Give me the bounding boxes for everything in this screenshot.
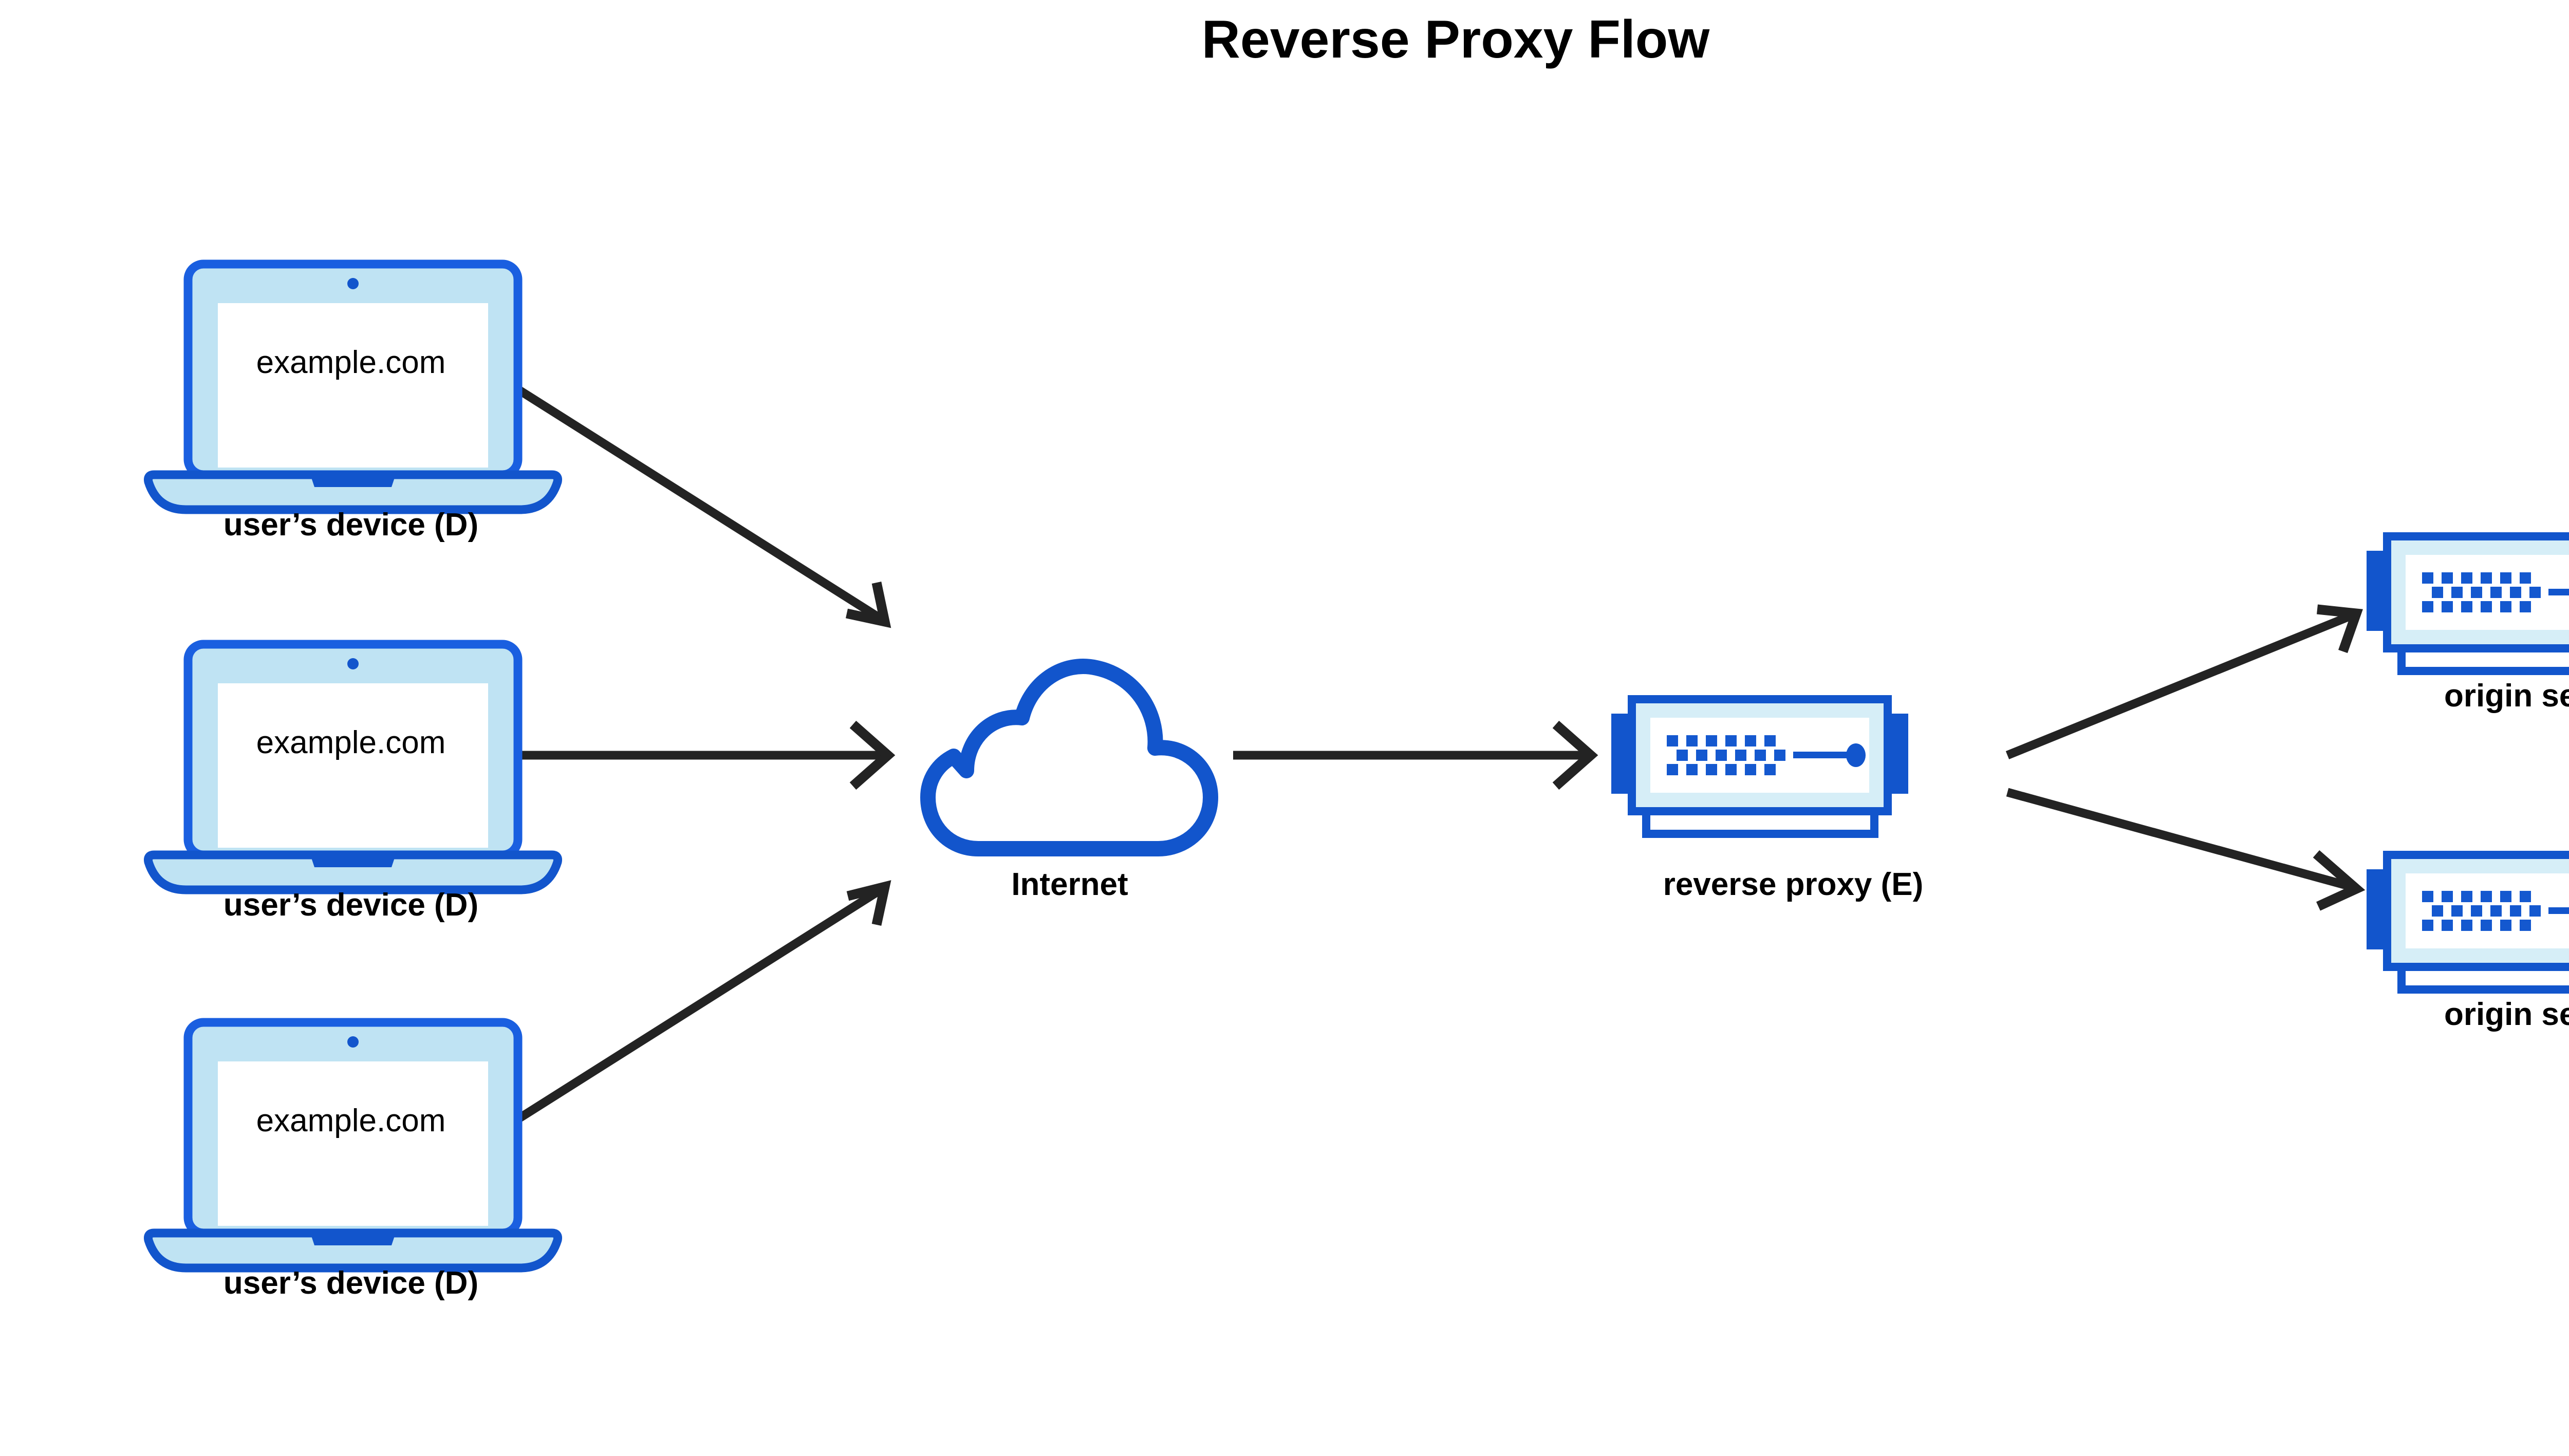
laptop-icon: [148, 1022, 557, 1268]
node-label-reverse-proxy: reverse proxy (E): [1663, 867, 1924, 902]
browser-url-text-3: example.com: [256, 1103, 446, 1138]
node-label-origin-server-2: origin server (F): [2444, 997, 2569, 1032]
node-users-device-1[interactable]: example.com user’s device (D): [148, 264, 557, 543]
page-title: Reverse Proxy Flow: [1202, 10, 1710, 69]
browser-url-text-1: example.com: [256, 345, 446, 380]
laptop-icon: [148, 264, 557, 510]
node-label-users-device-1: user’s device (D): [224, 507, 478, 543]
node-reverse-proxy[interactable]: reverse proxy (E): [1611, 699, 1923, 902]
node-users-device-3[interactable]: example.com user’s device (D): [148, 1022, 557, 1301]
server-icon: [2367, 536, 2569, 671]
node-origin-server-1[interactable]: origin server (F): [2367, 536, 2569, 714]
node-origin-server-2[interactable]: origin server (F): [2367, 855, 2569, 1032]
edge-proxy-origin2: [2006, 788, 2366, 911]
node-label-origin-server-1: origin server (F): [2444, 678, 2569, 714]
edge-device1-internet: [501, 376, 891, 628]
node-label-internet: Internet: [1011, 867, 1128, 902]
node-label-users-device-3: user’s device (D): [224, 1265, 478, 1301]
edge-proxy-origin1: [2005, 604, 2363, 759]
server-icon: [2367, 855, 2569, 990]
server-icon: [1611, 699, 1908, 834]
laptop-icon: [148, 644, 557, 890]
edge-device3-internet: [501, 880, 891, 1132]
node-users-device-2[interactable]: example.com user’s device (D): [148, 644, 557, 923]
edge-device2-internet: [504, 720, 896, 790]
edges-layer: [501, 376, 2366, 1132]
node-label-users-device-2: user’s device (D): [224, 887, 478, 923]
node-internet[interactable]: Internet: [928, 666, 1211, 902]
cloud-icon: [928, 666, 1211, 849]
browser-url-text-2: example.com: [256, 725, 446, 760]
edge-internet-proxy: [1233, 720, 1598, 790]
